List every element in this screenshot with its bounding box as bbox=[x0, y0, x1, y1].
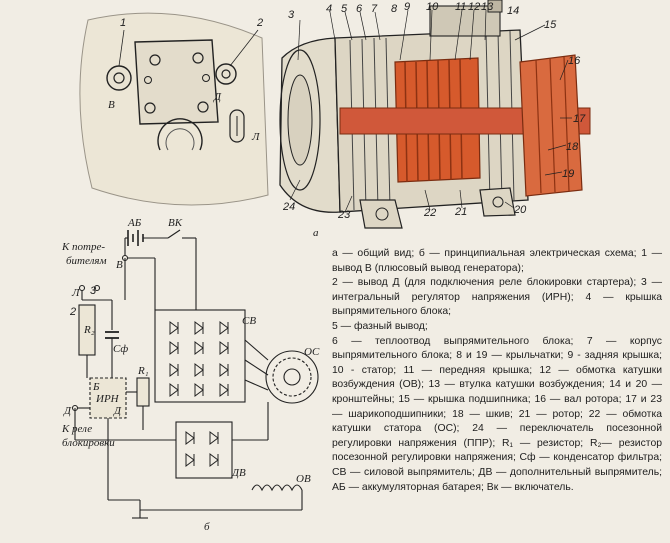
label-3: 3 bbox=[90, 285, 97, 297]
label-vk: ВК bbox=[168, 217, 183, 229]
caption-line-2: 2 — вывод Д (для подключения реле блокир… bbox=[332, 277, 662, 318]
callout-13: 13 bbox=[481, 1, 494, 13]
callout-16: 16 bbox=[568, 55, 581, 67]
label-os: ОС bbox=[304, 346, 320, 358]
label-irn-b: Б bbox=[92, 381, 100, 393]
label-ab: АБ bbox=[127, 217, 142, 229]
label-b-terminal: В bbox=[116, 259, 123, 271]
callout-4: 4 bbox=[326, 3, 332, 15]
callout-7: 7 bbox=[371, 3, 378, 15]
label-r1: R₁ bbox=[137, 365, 149, 377]
label-ov: ОВ bbox=[296, 473, 311, 485]
callout-8: 8 bbox=[391, 3, 398, 15]
label-irn-d: Д bbox=[113, 405, 122, 417]
schematic-labels: АБ ВК К потре- бителям В Л 3 2 R₂ Сф R₁ … bbox=[61, 217, 320, 533]
figure-label-b: б bbox=[204, 521, 210, 533]
figure-caption: а — общий вид; б — принципиальная электр… bbox=[332, 247, 662, 495]
callout-22: 22 bbox=[423, 207, 436, 219]
callout-3: 3 bbox=[288, 9, 295, 21]
plate-label-b: В bbox=[108, 99, 115, 111]
callout-12: 12 bbox=[468, 1, 480, 13]
label-dv: ДВ bbox=[231, 467, 246, 479]
callout-2: 2 bbox=[256, 17, 263, 29]
callout-11: 11 bbox=[455, 1, 466, 13]
label-sv: СВ bbox=[242, 315, 256, 327]
callout-24: 24 bbox=[282, 201, 295, 213]
rear-plate-view: 1 2 В Д Л bbox=[79, 12, 269, 206]
label-l: Л bbox=[71, 287, 80, 299]
generator-cutaway: 3 4 5 6 7 8 9 10 11 12 13 14 15 16 17 18… bbox=[279, 0, 591, 239]
callout-18: 18 bbox=[566, 141, 579, 153]
figure-label-a: а bbox=[313, 227, 319, 239]
callout-20: 20 bbox=[513, 204, 527, 216]
callout-1: 1 bbox=[120, 17, 126, 29]
label-r2: R₂ bbox=[83, 324, 95, 336]
plate-label-l: Л bbox=[251, 131, 260, 143]
callout-14: 14 bbox=[507, 5, 519, 17]
label-cf: Сф bbox=[113, 343, 128, 355]
plate-label-d: Д bbox=[213, 91, 222, 103]
callout-17: 17 bbox=[573, 113, 586, 125]
callout-15: 15 bbox=[544, 19, 557, 31]
label-2: 2 bbox=[69, 306, 76, 318]
label-to-consumers-2: бителям bbox=[66, 255, 107, 267]
callout-9: 9 bbox=[404, 1, 410, 13]
label-to-consumers: К потре- bbox=[61, 241, 105, 253]
caption-line-1: а — общий вид; б — принципиальная электр… bbox=[332, 248, 662, 274]
label-d: Д bbox=[63, 405, 72, 417]
callout-19: 19 bbox=[562, 168, 574, 180]
callout-10: 10 bbox=[426, 1, 439, 13]
callout-6: 6 bbox=[356, 3, 363, 15]
caption-line-3: 5 — фазный вывод; bbox=[332, 320, 428, 332]
callout-5: 5 bbox=[341, 3, 348, 15]
callout-21: 21 bbox=[454, 206, 467, 218]
label-to-relay: К реле bbox=[61, 423, 92, 435]
label-to-relay-2: блокировки bbox=[62, 437, 115, 449]
callout-23: 23 bbox=[337, 209, 351, 221]
schematic bbox=[71, 229, 319, 519]
label-irn: ИРН bbox=[95, 393, 120, 405]
caption-line-4: 6 — теплоотвод выпрямительного блока; 7 … bbox=[332, 335, 662, 493]
